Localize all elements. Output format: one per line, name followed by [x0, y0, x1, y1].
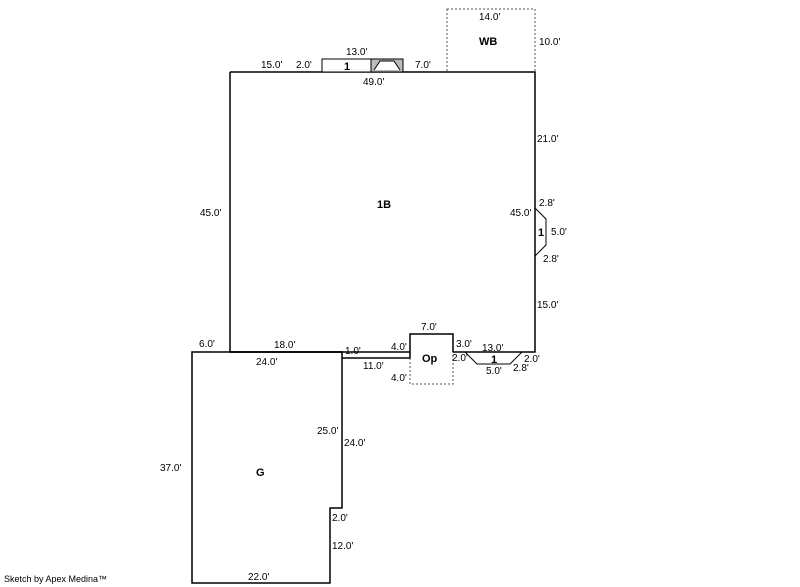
dim-connector-long: 11.0': [363, 361, 384, 372]
dim-garage-bottom: 22.0': [248, 572, 269, 583]
wood-deck-outline: [446, 8, 536, 73]
main-house-outline: [230, 71, 536, 353]
dim-rear-stoop-bottom: 5.0': [486, 366, 502, 377]
dim-op-left-lower: 4.0': [391, 373, 407, 384]
area-label-front-stoop: 1: [344, 61, 350, 73]
dim-right-upper: 21.0': [537, 134, 558, 145]
porch-dashed-edges: [409, 352, 454, 385]
area-label-op: Op: [422, 353, 438, 365]
dim-connector: 1.0': [345, 346, 361, 357]
garage-outline: [191, 351, 343, 584]
rear-stoop-outline: [464, 351, 523, 365]
dim-rear-stoop-top: 13.0': [482, 343, 503, 354]
side-bay-outline: [534, 207, 547, 257]
porch-solid-edges: [342, 333, 454, 359]
dim-stoop-top: 13.0': [346, 47, 367, 58]
dim-garage-top: 24.0': [256, 357, 277, 368]
dim-rear-stoop-right: 2.0': [524, 354, 540, 365]
dim-left-side: 45.0': [200, 208, 221, 219]
dim-bay-top: 2.8': [539, 198, 555, 209]
dim-garage-left: 37.0': [160, 463, 181, 474]
area-label-1b: 1B: [377, 199, 391, 211]
dim-op-top: 7.0': [421, 322, 437, 333]
dim-bay-mid: 5.0': [551, 227, 567, 238]
dim-garage-right-inner: 25.0': [317, 426, 338, 437]
dim-op-right: 3.0': [456, 339, 472, 350]
area-label-side-bay: 1: [538, 227, 544, 239]
dim-wb-top: 14.0': [479, 12, 500, 23]
dim-garage-corner: 6.0': [199, 339, 215, 350]
dim-garage-notch: 2.0': [332, 513, 348, 524]
dim-op-left-upper: 4.0': [391, 342, 407, 353]
dim-garage-lower-right: 12.0': [332, 541, 353, 552]
area-label-g: G: [256, 467, 265, 479]
dim-garage-top-inner: 18.0': [274, 340, 295, 351]
area-label-rear-stoop: 1: [491, 354, 497, 366]
dim-top-right: 7.0': [415, 60, 431, 71]
dim-main-top: 49.0': [363, 77, 384, 88]
dim-rear-stoop-left: 2.0': [452, 353, 468, 364]
front-steps-arch: [373, 60, 401, 71]
dim-stoop-left: 2.0': [296, 60, 312, 71]
dim-wb-side: 10.0': [539, 37, 560, 48]
dim-rear-stoop-bottom-right: 2.8': [513, 363, 529, 374]
dim-right-inner: 45.0': [510, 208, 531, 219]
dim-garage-right-outer: 24.0': [344, 438, 365, 449]
dim-right-lower: 15.0': [537, 300, 558, 311]
dim-bay-bottom: 2.8': [543, 254, 559, 265]
sketch-credit: Sketch by Apex Medina™: [4, 574, 108, 584]
area-label-wb: WB: [479, 36, 497, 48]
dim-top-left: 15.0': [261, 60, 282, 71]
